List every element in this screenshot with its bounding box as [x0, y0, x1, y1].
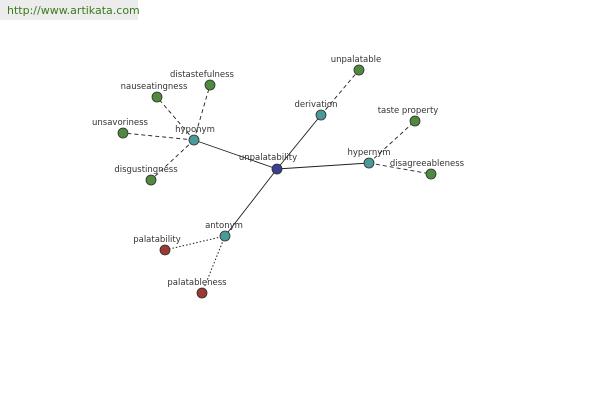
label-unpalatable[interactable]: unpalatable [331, 55, 381, 65]
label-palatableness[interactable]: palatableness [167, 278, 227, 288]
node-nauseatingness[interactable] [151, 91, 163, 103]
node-palatability[interactable] [159, 244, 171, 256]
node-disagreeableness[interactable] [425, 168, 437, 180]
graph-nodes [117, 64, 437, 299]
node-unpalatability[interactable] [271, 163, 283, 175]
label-hyponym[interactable]: hyponym [175, 125, 215, 135]
graph-labels: unpalatability hyponym derivation hypern… [92, 55, 465, 288]
edge-hypernym-taste-property [368, 120, 416, 164]
node-disgustingness[interactable] [145, 174, 157, 186]
label-distastefulness[interactable]: distastefulness [170, 70, 235, 80]
edge-center-hypernym [276, 162, 370, 170]
node-unpalatable[interactable] [353, 64, 365, 76]
node-distastefulness[interactable] [204, 79, 216, 91]
label-palatability[interactable]: palatability [133, 235, 181, 245]
label-taste-property[interactable]: taste property [378, 106, 439, 116]
graph-edges [122, 69, 432, 294]
label-unsavoriness[interactable]: unsavoriness [92, 118, 149, 128]
source-url-banner: http://www.artikata.com [0, 0, 140, 20]
node-unsavoriness[interactable] [117, 127, 129, 139]
edge-hypernym-disagreeableness [368, 162, 432, 175]
label-derivation[interactable]: derivation [294, 100, 337, 110]
label-hypernym[interactable]: hypernym [347, 148, 390, 158]
edge-center-antonym [224, 168, 278, 237]
edge-center-derivation [276, 114, 322, 170]
label-nauseatingness[interactable]: nauseatingness [121, 82, 188, 92]
edge-center-hyponym [193, 139, 278, 170]
edge-hyponym-unsavoriness [122, 132, 195, 141]
edge-hyponym-distastefulness [193, 84, 211, 141]
node-hyponym[interactable] [188, 134, 200, 146]
label-disgustingness[interactable]: disgustingness [114, 165, 178, 175]
node-taste-property[interactable] [409, 115, 421, 127]
node-hypernym[interactable] [363, 157, 375, 169]
edge-derivation-unpalatable [320, 69, 360, 116]
label-unpalatability[interactable]: unpalatability [239, 153, 297, 163]
node-palatableness[interactable] [196, 287, 208, 299]
edge-hyponym-nauseatingness [156, 96, 195, 141]
edge-hyponym-disgustingness [150, 139, 195, 181]
node-derivation[interactable] [315, 109, 327, 121]
label-antonym[interactable]: antonym [205, 221, 243, 231]
node-antonym[interactable] [219, 230, 231, 242]
label-disagreeableness[interactable]: disagreeableness [390, 159, 465, 169]
